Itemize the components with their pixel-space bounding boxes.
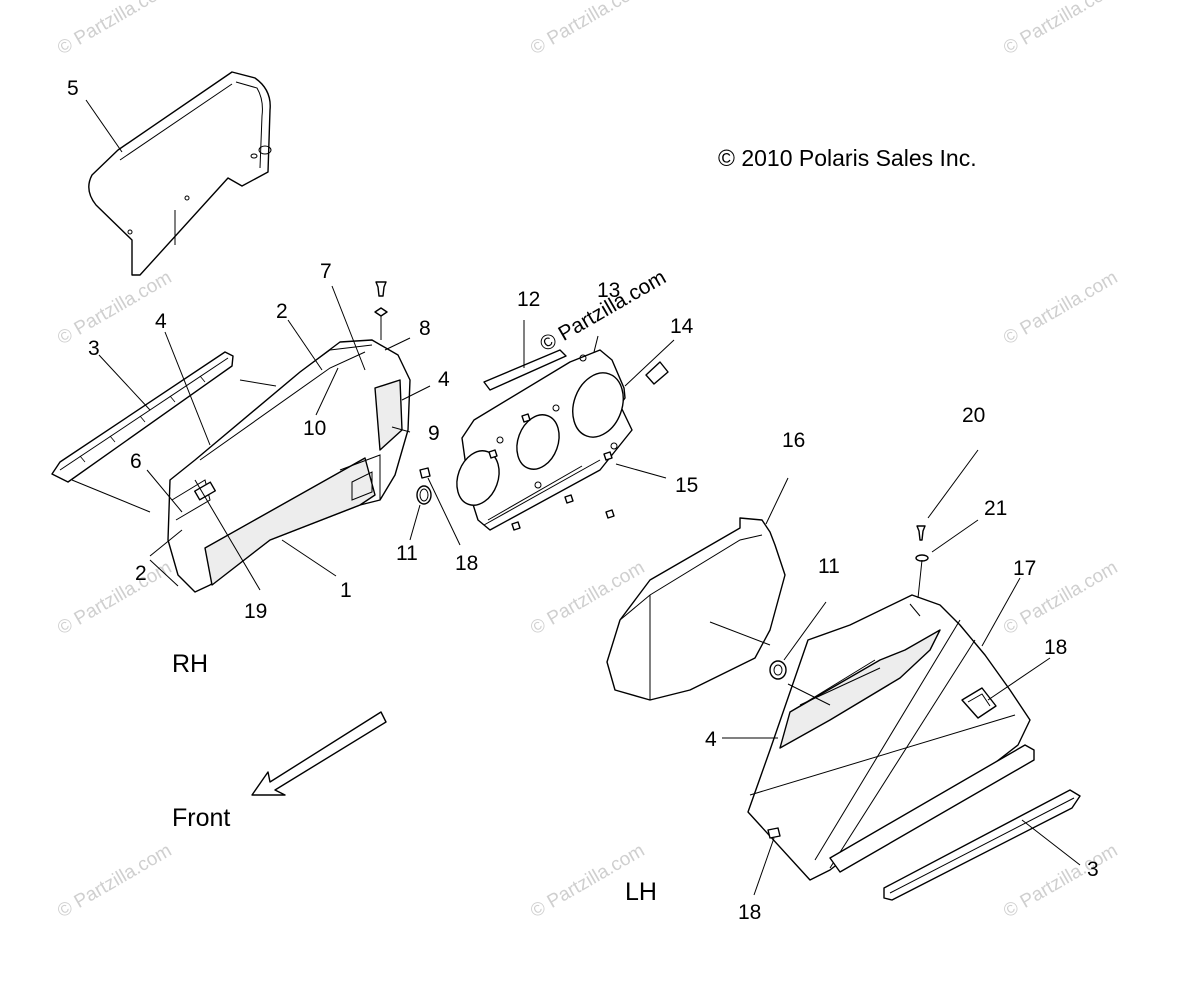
part-20-screw [916, 525, 926, 541]
callout-13: 13 [597, 279, 620, 302]
part-12-strip [483, 320, 567, 391]
callout-11-rh: 11 [396, 542, 418, 565]
part-18-screw-rh [419, 467, 431, 479]
callout-14: 14 [670, 315, 694, 338]
hardware-rh-screw [374, 281, 388, 340]
callout-4-rh-a: 4 [155, 310, 167, 333]
rh-label: RH [172, 650, 208, 678]
watermark-1: © Partzilla.com [54, 0, 175, 59]
watermark-4: © Partzilla.com [54, 267, 175, 349]
callout-8: 8 [419, 317, 431, 340]
callout-21: 21 [984, 497, 1007, 520]
callout-3-lh: 3 [1087, 858, 1099, 881]
callout-4-lh: 4 [705, 728, 717, 751]
part-11-grommet-rh [416, 485, 432, 505]
part-3-lh-trim [829, 744, 1081, 901]
callout-7: 7 [320, 260, 332, 283]
watermark-6: © Partzilla.com [54, 557, 175, 639]
front-label: Front [172, 804, 230, 832]
copyright-text: © 2010 Polaris Sales Inc. [718, 145, 977, 171]
callout-9: 9 [428, 422, 440, 445]
part-14-label [645, 361, 669, 385]
watermark-5: © Partzilla.com [1000, 267, 1121, 349]
callout-18-lh-bottom: 18 [738, 901, 761, 924]
watermark-2: © Partzilla.com [527, 0, 648, 59]
watermark-3: © Partzilla.com [1000, 0, 1121, 59]
callout-10: 10 [303, 417, 326, 440]
callout-4-rh-b: 4 [438, 368, 450, 391]
lh-label: LH [625, 878, 657, 906]
part-16-liner-block [606, 517, 786, 701]
callout-18-lh-top: 18 [1044, 636, 1067, 659]
callout-16: 16 [782, 429, 805, 452]
callout-15: 15 [675, 474, 698, 497]
callout-5: 5 [67, 77, 79, 100]
callout-17: 17 [1013, 557, 1036, 580]
part-5-liner [88, 71, 272, 276]
part-3-rh-trim [51, 351, 234, 483]
callout-12: 12 [517, 288, 540, 311]
leader-lines [71, 99, 1081, 896]
callout-19: 19 [244, 600, 267, 623]
part-11-grommet-lh [769, 660, 787, 680]
callout-3-rh: 3 [88, 337, 100, 360]
watermark-9: © Partzilla.com [54, 840, 175, 922]
callout-6: 6 [130, 450, 142, 473]
callout-18-rh: 18 [455, 552, 478, 575]
watermark-11: © Partzilla.com [1000, 840, 1121, 922]
callout-2-rh-top: 2 [276, 300, 288, 323]
part-1-rh-dash [167, 339, 411, 593]
part-18-fastener-lh [767, 827, 781, 839]
bezel-screws [488, 413, 615, 531]
callout-2-rh-bottom: 2 [135, 562, 147, 585]
callout-11-lh: 11 [818, 555, 840, 578]
callout-1: 1 [340, 579, 352, 602]
part-13-instrument-bezel [456, 349, 633, 531]
callout-20: 20 [962, 404, 985, 427]
front-arrow [251, 711, 387, 796]
callouts: 5 3 4 2 7 8 4 10 9 6 2 19 1 11 18 12 13 … [67, 77, 1099, 924]
